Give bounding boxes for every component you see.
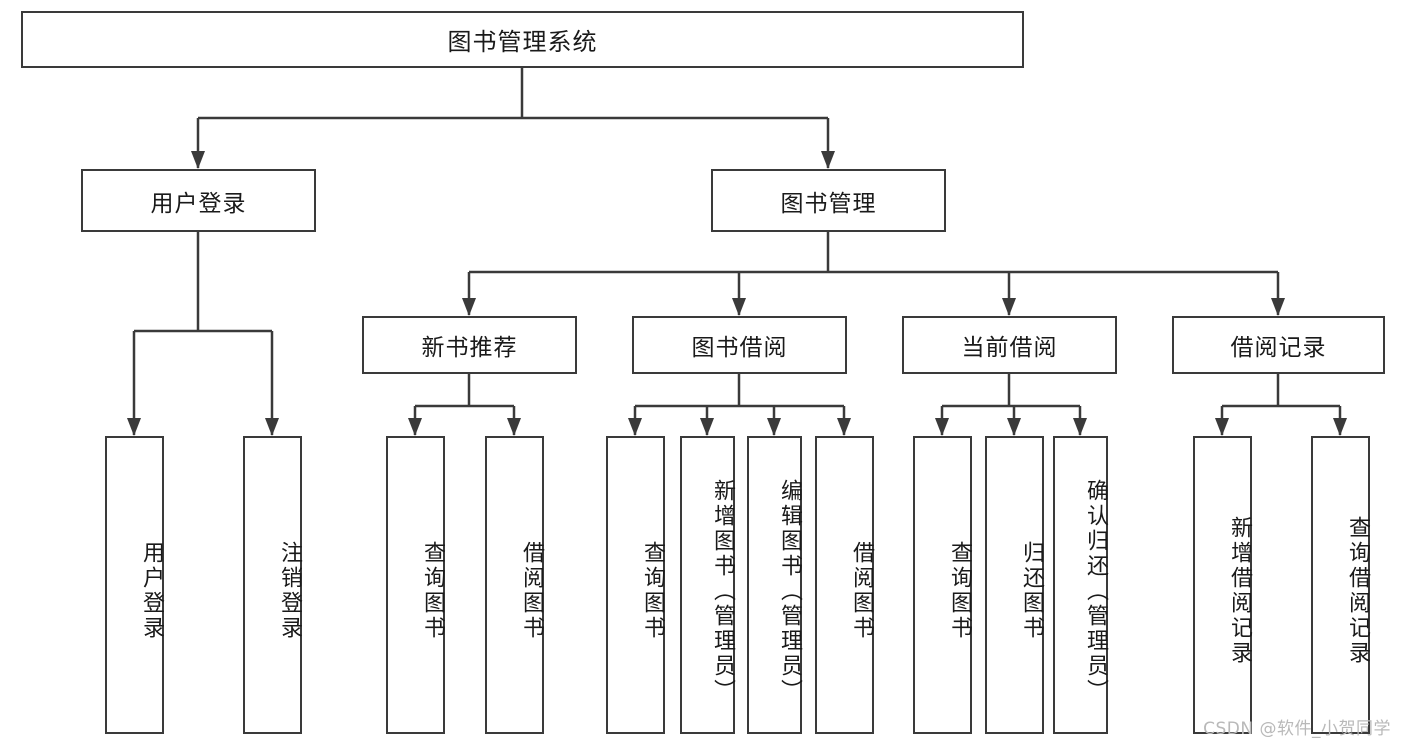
node-new-book-recommend: 新书推荐: [362, 316, 577, 374]
node-label: 借阅记录: [1230, 335, 1327, 361]
book-manage-to-level2-arrowhead-1: [732, 298, 746, 316]
node-label: 新增图书（管理员）: [710, 478, 735, 704]
current-to-leaves-arrowhead-0: [935, 418, 949, 436]
node-user-login: 用户登录: [81, 169, 316, 232]
node-label: 图书借阅: [691, 335, 788, 361]
node-leaf-query-book-borrow: 查询图书: [606, 436, 665, 734]
book-manage-to-level2-arrowhead-3: [1271, 298, 1285, 316]
node-leaf-user-logout: 注销登录: [243, 436, 302, 734]
recommend-to-leaves-arrowhead-1: [507, 418, 521, 436]
node-leaf-borrow-book-rec: 借阅图书: [485, 436, 544, 734]
node-borrow-record: 借阅记录: [1172, 316, 1385, 374]
node-leaf-user-login: 用户登录: [105, 436, 164, 734]
node-leaf-query-book-cur: 查询图书: [913, 436, 972, 734]
node-label: 当前借阅: [961, 335, 1058, 361]
borrow-to-leaves-arrowhead-2: [767, 418, 781, 436]
node-leaf-query-book-rec: 查询图书: [386, 436, 445, 734]
current-to-leaves-arrowhead-1: [1007, 418, 1021, 436]
node-leaf-edit-book-admin: 编辑图书（管理员）: [747, 436, 802, 734]
record-to-leaves-arrowhead-0: [1215, 418, 1229, 436]
node-label: 借阅图书: [519, 541, 544, 641]
node-label: 查询图书: [640, 541, 665, 641]
node-root: 图书管理系统: [21, 11, 1024, 68]
node-book-manage: 图书管理: [711, 169, 946, 232]
user-login-to-leaves-arrowhead-0: [127, 418, 141, 436]
node-current-borrow: 当前借阅: [902, 316, 1117, 374]
node-label: 查询图书: [420, 541, 445, 641]
node-leaf-add-book-admin: 新增图书（管理员）: [680, 436, 735, 734]
node-label: 确认归还（管理员）: [1083, 478, 1108, 704]
user-login-to-leaves-arrowhead-1: [265, 418, 279, 436]
node-label: 用户登录: [139, 541, 164, 641]
borrow-to-leaves-arrowhead-1: [700, 418, 714, 436]
watermark-label: CSDN @软件_小贺同学: [1203, 719, 1391, 739]
borrow-to-leaves-arrowhead-0: [628, 418, 642, 436]
node-label: 新书推荐: [421, 335, 518, 361]
node-label: 查询图书: [947, 541, 972, 641]
node-label: 归还图书: [1019, 541, 1044, 641]
node-label: 新增借阅记录: [1227, 516, 1252, 666]
recommend-to-leaves-arrowhead-0: [408, 418, 422, 436]
book-manage-to-level2-arrowhead-2: [1002, 298, 1016, 316]
root-to-level1-arrowhead-1: [821, 151, 835, 169]
record-to-leaves-arrowhead-1: [1333, 418, 1347, 436]
borrow-to-leaves-arrowhead-3: [837, 418, 851, 436]
node-label: 查询借阅记录: [1345, 516, 1370, 666]
node-leaf-return-book: 归还图书: [985, 436, 1044, 734]
node-label: 图书管理: [780, 190, 877, 217]
book-manage-to-level2-arrowhead-0: [462, 298, 476, 316]
node-label: 图书管理系统: [447, 28, 598, 56]
node-leaf-add-borrow-record: 新增借阅记录: [1193, 436, 1252, 734]
node-label: 编辑图书（管理员）: [777, 478, 802, 704]
node-leaf-confirm-return-admin: 确认归还（管理员）: [1053, 436, 1108, 734]
node-label: 用户登录: [150, 190, 247, 217]
node-label: 注销登录: [277, 541, 302, 641]
root-to-level1-arrowhead-0: [191, 151, 205, 169]
node-label: 借阅图书: [849, 541, 874, 641]
node-book-borrow: 图书借阅: [632, 316, 847, 374]
node-leaf-query-borrow-record: 查询借阅记录: [1311, 436, 1370, 734]
node-leaf-borrow-book: 借阅图书: [815, 436, 874, 734]
current-to-leaves-arrowhead-2: [1073, 418, 1087, 436]
